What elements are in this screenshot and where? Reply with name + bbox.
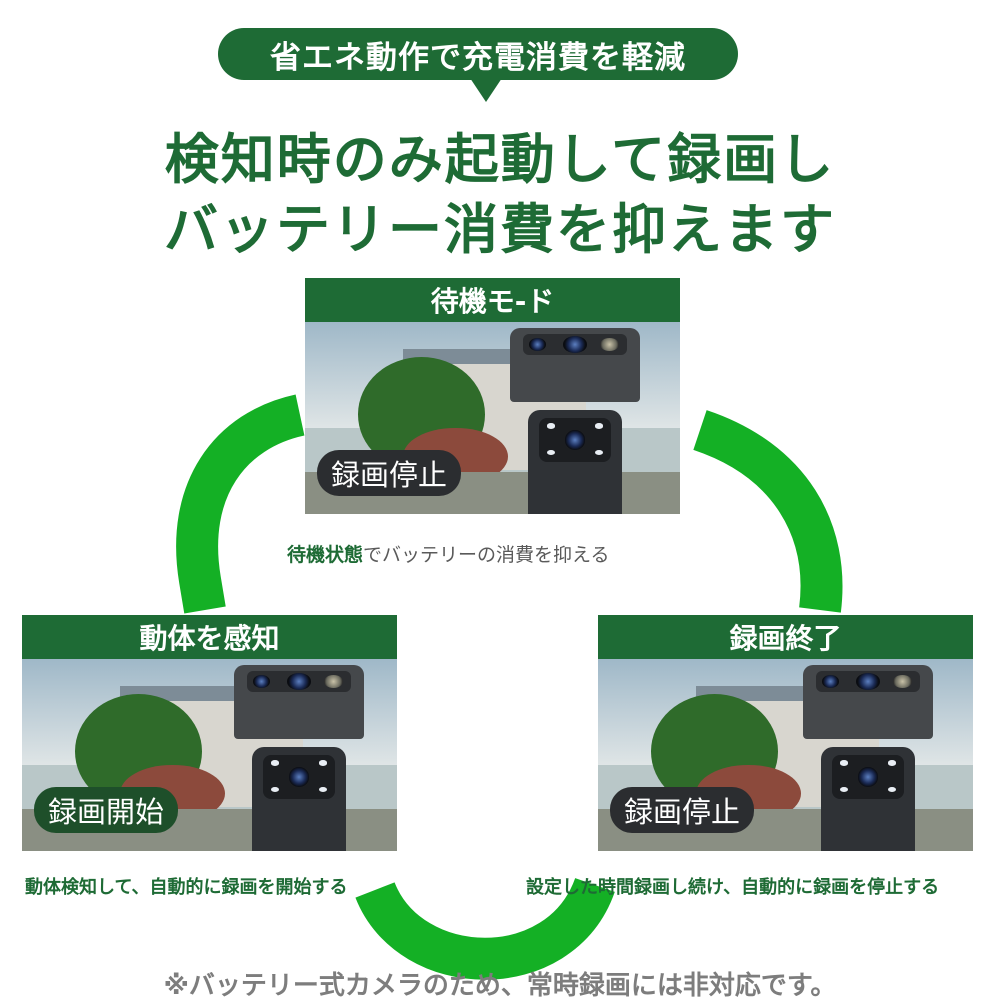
standby-photo: 録画停止 [305,322,680,514]
feature-badge: 省エネ動作で充電消費を軽減 [218,28,738,80]
camera-device [234,665,364,851]
standby-caption-highlight: 待機状態 [287,544,364,566]
standby-caption-rest: でバッテリーの消費を抑える [363,544,610,566]
panel-detect-title: 動体を感知 [22,615,397,659]
headline-line-2: バッテリー消費を抑えます [164,198,836,261]
detect-caption: 動体検知して、自動的に録画を開始する [25,873,348,899]
headline-line-1: 検知時のみ起動して録画し [164,128,836,191]
standby-status-label: 録画停止 [317,450,462,496]
panel-standby-title: 待機モ-ド [305,278,680,322]
footer-note: ※バッテリー式カメラのため、常時録画には非対応です。 [163,971,837,1001]
camera-device [510,328,640,514]
cycle-arc-left [176,394,306,614]
badge-pointer [470,78,502,102]
detect-caption-highlight: 動体検知 [25,877,97,898]
standby-caption: 待機状態でバッテリーの消費を抑える [287,540,609,567]
panel-finish-title: 録画終了 [598,615,973,659]
camera-device [803,665,933,851]
feature-badge-text: 省エネ動作で充電消費を軽減 [270,39,686,76]
finish-caption: 設定した時間録画し続け、自動的に録画を停止する [526,877,940,898]
panel-detect: 動体を感知 録画開始 [22,615,397,851]
detect-status-label: 録画開始 [34,787,179,833]
panel-finish: 録画終了 録画停止 [598,615,973,851]
detect-photo: 録画開始 [22,659,397,851]
cycle-arc-bottom [355,876,615,980]
finish-status-label: 録画停止 [610,787,755,833]
cycle-arc-right [692,410,843,613]
detect-caption-rest: して、自動的に録画を開始する [97,877,348,898]
panel-standby: 待機モ-ド 録画停止 [305,278,680,514]
finish-photo: 録画停止 [598,659,973,851]
